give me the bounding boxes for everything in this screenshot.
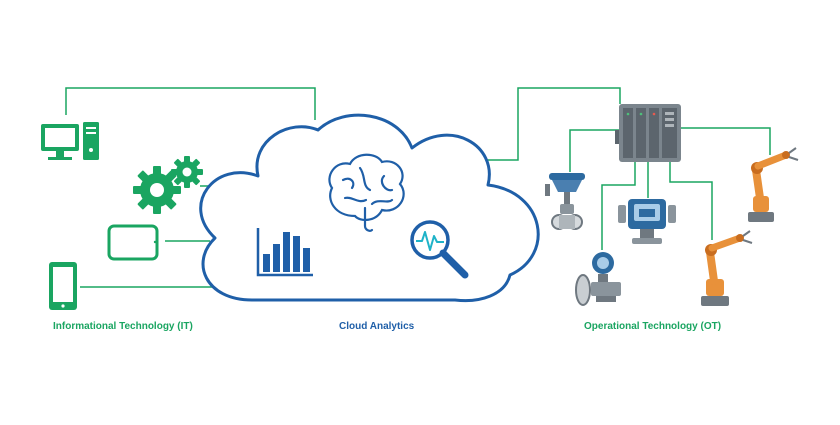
tablet-icon [107, 224, 159, 261]
magnifier-waveform-icon [410, 220, 469, 279]
smartphone-icon [49, 262, 77, 310]
connector-plc-valve [569, 129, 620, 172]
robot-arm-icon [748, 147, 799, 222]
cloud-shape [199, 113, 540, 303]
it-section-label: Informational Technology (IT) [53, 321, 193, 332]
brain-icon [328, 153, 405, 232]
connector-plc-transmitter [601, 162, 636, 250]
ot-section-label: Operational Technology (OT) [584, 321, 722, 332]
pressure-transmitter-icon [575, 252, 621, 306]
control-valve-icon [545, 173, 585, 230]
connector-plc-robot-top [680, 127, 771, 155]
desktop-computer-icon [41, 122, 99, 160]
flow-meter-icon [618, 199, 676, 244]
bar-chart-icon [256, 228, 313, 277]
connector-cloud-plc [478, 87, 621, 161]
connector-lines [65, 87, 771, 288]
gears-icon [133, 156, 203, 214]
connector-desktop-cloud [65, 87, 316, 120]
robot-arm-icon [701, 230, 753, 306]
connector-plc-robot-bottom [669, 162, 713, 240]
cloud-section-label: Cloud Analytics [339, 321, 415, 332]
plc-controller-icon [615, 104, 681, 162]
